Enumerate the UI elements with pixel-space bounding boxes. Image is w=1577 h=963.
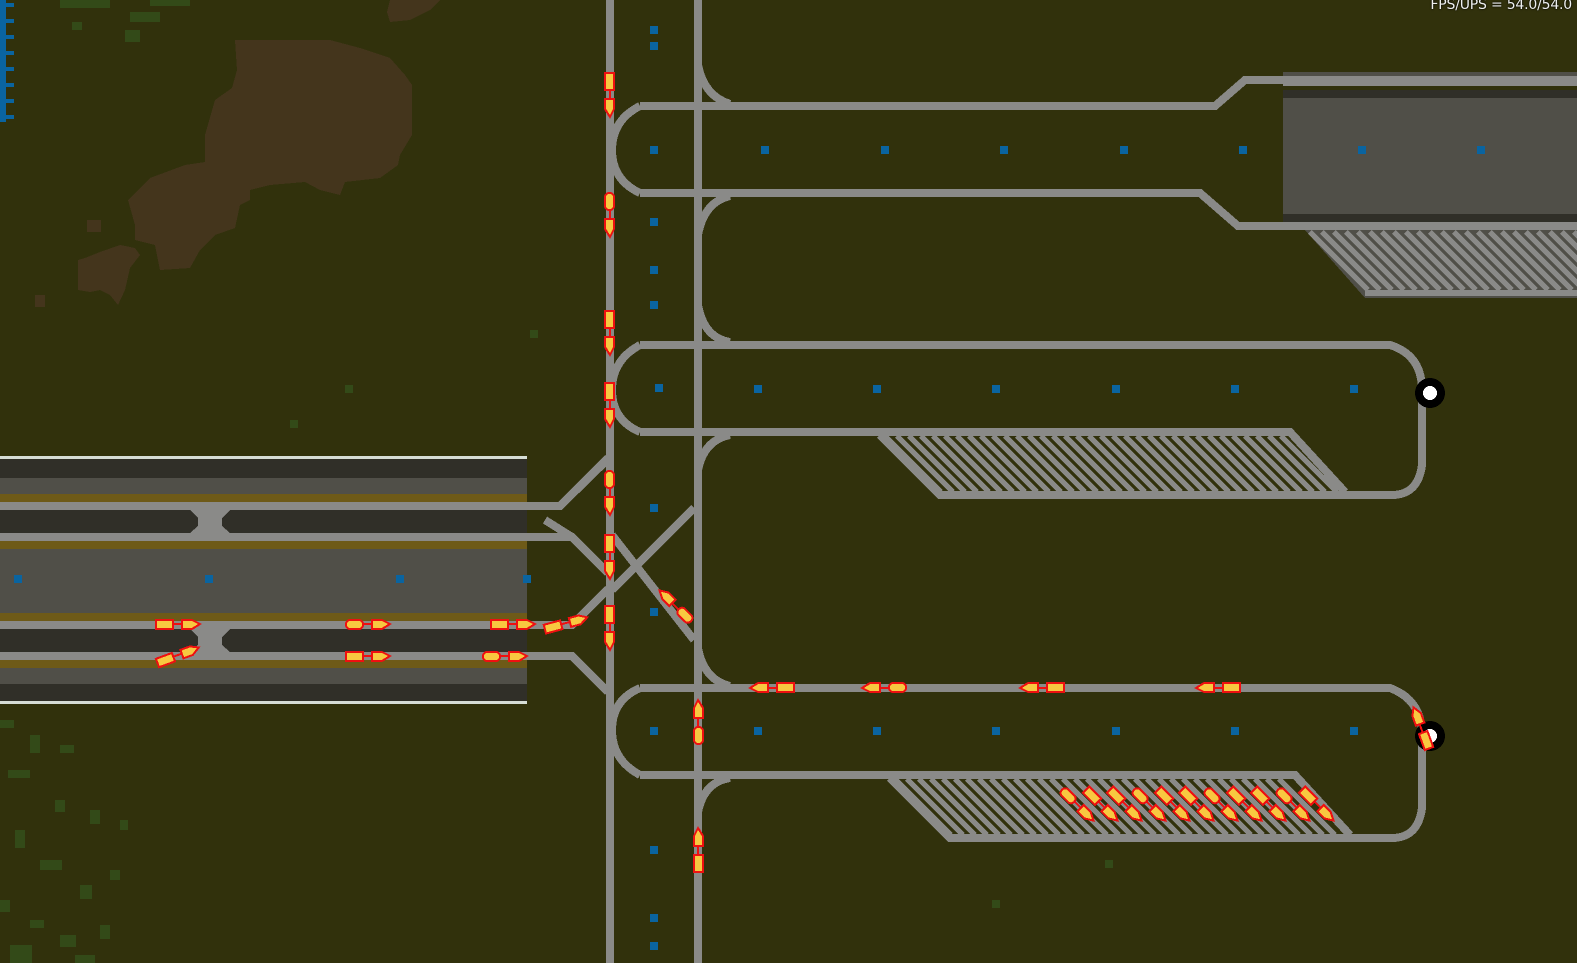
light-icon bbox=[650, 846, 658, 854]
light-icon bbox=[650, 608, 658, 616]
fps-counter: FPS/UPS = 54.0/54.0 bbox=[1430, 0, 1572, 13]
aircraft-icon[interactable] bbox=[1275, 787, 1312, 824]
bay-middle bbox=[883, 434, 1339, 494]
light-icon bbox=[650, 914, 658, 922]
light-icon bbox=[761, 146, 769, 154]
aircraft-icon[interactable] bbox=[693, 825, 704, 873]
light-icon bbox=[14, 575, 22, 583]
light-icon bbox=[650, 727, 658, 735]
aircraft-icon[interactable] bbox=[604, 72, 615, 120]
aircraft-icon[interactable] bbox=[1193, 682, 1241, 693]
aircraft-icon[interactable] bbox=[604, 605, 615, 653]
aircraft-icon[interactable] bbox=[1225, 785, 1264, 824]
dirt-patch bbox=[35, 295, 45, 307]
taxi-crossover bbox=[190, 629, 230, 652]
aircraft-icon[interactable] bbox=[604, 470, 615, 518]
aircraft-icon[interactable] bbox=[1105, 785, 1144, 824]
aircraft-icon[interactable] bbox=[345, 619, 393, 630]
dirt-patch bbox=[87, 220, 101, 232]
aircraft-icon[interactable] bbox=[154, 644, 201, 669]
aircraft-icon[interactable] bbox=[604, 534, 615, 582]
aircraft-icon[interactable] bbox=[604, 310, 615, 358]
light-icon bbox=[205, 575, 213, 583]
light-icon bbox=[396, 575, 404, 583]
terminal-building[interactable] bbox=[1283, 72, 1577, 298]
light-icon bbox=[523, 575, 531, 583]
aircraft-icon[interactable] bbox=[482, 651, 530, 662]
aircraft-icon[interactable] bbox=[1249, 785, 1288, 824]
terrain-layer bbox=[0, 0, 1113, 963]
light-icon bbox=[1120, 146, 1128, 154]
dirt-patch bbox=[128, 40, 412, 270]
light-icon bbox=[655, 384, 663, 392]
ground-lights bbox=[14, 26, 1485, 950]
aircraft-icon[interactable] bbox=[657, 587, 694, 624]
light-icon bbox=[754, 727, 762, 735]
dirt-patch bbox=[387, 0, 440, 22]
light-icon bbox=[1477, 146, 1485, 154]
aircraft-icon[interactable] bbox=[693, 697, 704, 745]
aircraft-icon[interactable] bbox=[542, 613, 590, 635]
aircraft-icon[interactable] bbox=[1410, 705, 1435, 752]
light-icon bbox=[650, 266, 658, 274]
light-icon bbox=[1239, 146, 1247, 154]
light-icon bbox=[650, 146, 658, 154]
light-icon bbox=[992, 385, 1000, 393]
aircraft-icon[interactable] bbox=[859, 682, 907, 693]
light-icon bbox=[650, 42, 658, 50]
runway[interactable] bbox=[0, 456, 527, 704]
shrub-cluster bbox=[0, 0, 1113, 963]
aircraft-layer[interactable] bbox=[154, 72, 1435, 873]
light-icon bbox=[992, 727, 1000, 735]
light-icon bbox=[650, 218, 658, 226]
light-icon bbox=[1231, 727, 1239, 735]
aircraft-icon[interactable] bbox=[155, 619, 203, 630]
aircraft-icon[interactable] bbox=[1177, 785, 1216, 824]
aircraft-icon[interactable] bbox=[1153, 785, 1192, 824]
dot-icon bbox=[1423, 386, 1437, 400]
aircraft-icon[interactable] bbox=[490, 619, 538, 630]
light-icon bbox=[1350, 385, 1358, 393]
aircraft-icon[interactable] bbox=[1017, 682, 1065, 693]
aircraft-icon[interactable] bbox=[747, 682, 795, 693]
aircraft-icon[interactable] bbox=[1203, 787, 1240, 824]
aircraft-icon[interactable] bbox=[1131, 787, 1168, 824]
aircraft-icon[interactable] bbox=[345, 651, 393, 662]
light-icon bbox=[754, 385, 762, 393]
aircraft-icon[interactable] bbox=[604, 382, 615, 430]
light-icon bbox=[1112, 727, 1120, 735]
light-icon bbox=[650, 942, 658, 950]
edge-markers bbox=[0, 0, 14, 122]
aircraft-icon[interactable] bbox=[1297, 785, 1336, 824]
aircraft-icon[interactable] bbox=[1081, 785, 1120, 824]
light-icon bbox=[1231, 385, 1239, 393]
light-icon bbox=[1358, 146, 1366, 154]
light-icon bbox=[650, 26, 658, 34]
light-icon bbox=[873, 727, 881, 735]
light-icon bbox=[650, 504, 658, 512]
aircraft-icon[interactable] bbox=[604, 192, 615, 240]
taxi-crossover bbox=[190, 510, 230, 533]
light-icon bbox=[873, 385, 881, 393]
light-icon bbox=[1350, 727, 1358, 735]
light-icon bbox=[650, 301, 658, 309]
gate-marker-1[interactable] bbox=[1415, 378, 1445, 408]
light-icon bbox=[1112, 385, 1120, 393]
dirt-patch bbox=[78, 245, 140, 305]
light-icon bbox=[881, 146, 889, 154]
light-icon bbox=[1000, 146, 1008, 154]
aircraft-icon[interactable] bbox=[1059, 787, 1096, 824]
